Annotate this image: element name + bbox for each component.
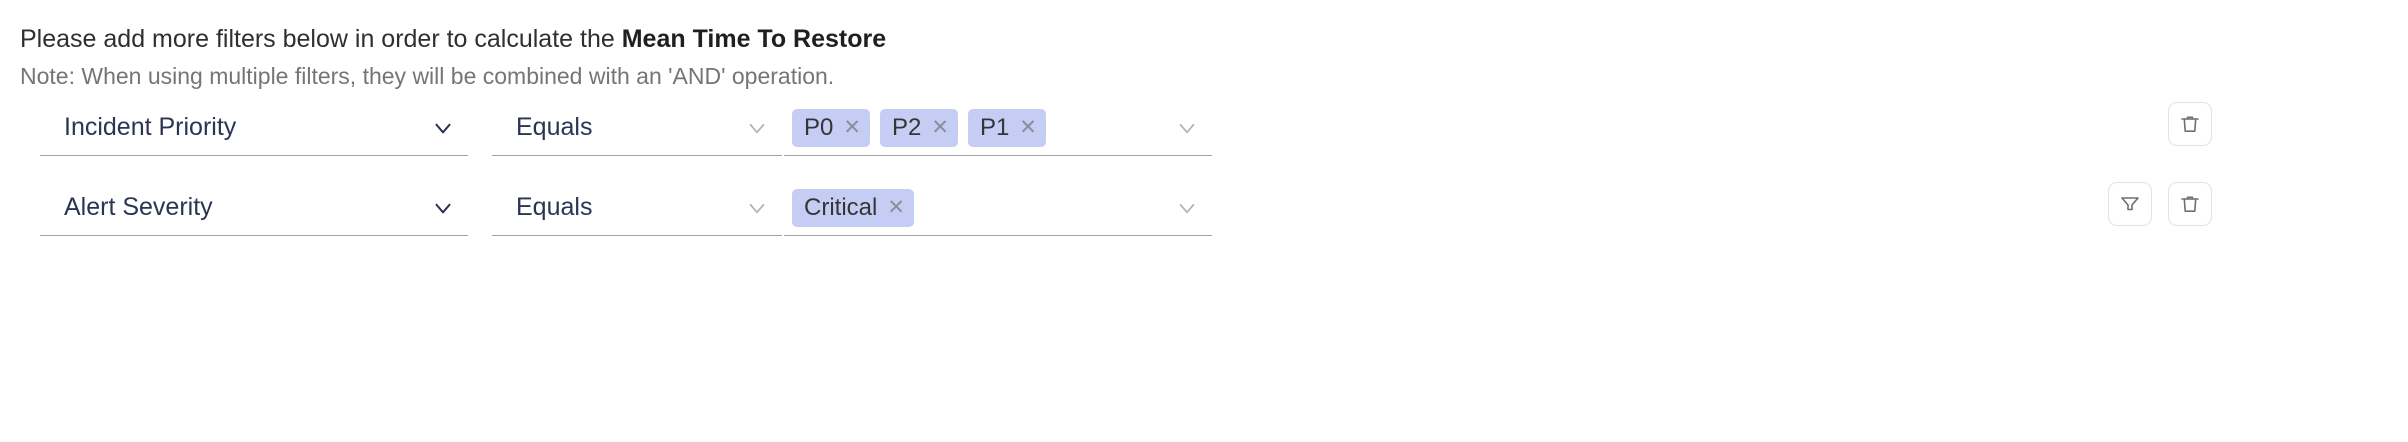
close-icon[interactable]: ✕ [843,116,861,139]
trash-icon [2178,192,2202,216]
filter-row-list: Incident Priority Equals [0,100,2408,260]
chevron-down-icon [1174,115,1200,141]
value-tag-label: Critical [804,193,878,221]
chevron-down-icon [744,115,770,141]
attribute-select[interactable]: Alert Severity [40,180,468,236]
values-multiselect[interactable]: Critical ✕ [784,180,1212,236]
metric-name: Mean Time To Restore [621,25,887,53]
operator-select-value: Equals [516,193,593,221]
delete-filter-button[interactable] [2168,182,2212,226]
close-icon[interactable]: ✕ [1019,116,1037,139]
value-tag-label: P2 [891,113,922,141]
attribute-select-value: Incident Priority [64,113,237,141]
chevron-down-icon [430,115,456,141]
operator-select[interactable]: Equals [492,180,782,236]
value-tag-label: P0 [804,113,834,141]
add-filter-button[interactable] [2108,182,2152,226]
values-multiselect[interactable]: P0 ✕ P2 ✕ P1 ✕ [784,100,1212,156]
value-tag[interactable]: Critical ✕ [792,188,914,227]
operator-select-value: Equals [516,113,593,141]
table-row: Alert Severity Equals Cr [0,180,2408,260]
page-title-lead: Please add more filters below in order t… [20,25,622,53]
value-tag[interactable]: P1 ✕ [967,108,1046,147]
close-icon[interactable]: ✕ [887,196,905,219]
attribute-select[interactable]: Incident Priority [40,100,468,156]
value-tag-label: P1 [979,113,1010,141]
funnel-icon [2118,192,2142,216]
chevron-down-icon [744,195,770,221]
filter-note: Note: When using multiple filters, they … [20,63,835,89]
selected-values-list: Critical ✕ [792,188,1174,227]
page-title: Please add more filters below in order t… [20,24,886,54]
row-actions [2108,182,2212,226]
trash-icon [2178,112,2202,136]
chevron-down-icon [1174,195,1200,221]
operator-select[interactable]: Equals [492,100,782,156]
value-tag[interactable]: P0 ✕ [792,108,870,147]
value-tag[interactable]: P2 ✕ [879,108,958,147]
attribute-select-value: Alert Severity [64,193,213,221]
chevron-down-icon [430,195,456,221]
delete-filter-button[interactable] [2168,102,2212,146]
close-icon[interactable]: ✕ [931,116,949,139]
row-actions [2168,102,2212,146]
table-row: Incident Priority Equals [0,100,2408,180]
selected-values-list: P0 ✕ P2 ✕ P1 ✕ [792,108,1174,147]
